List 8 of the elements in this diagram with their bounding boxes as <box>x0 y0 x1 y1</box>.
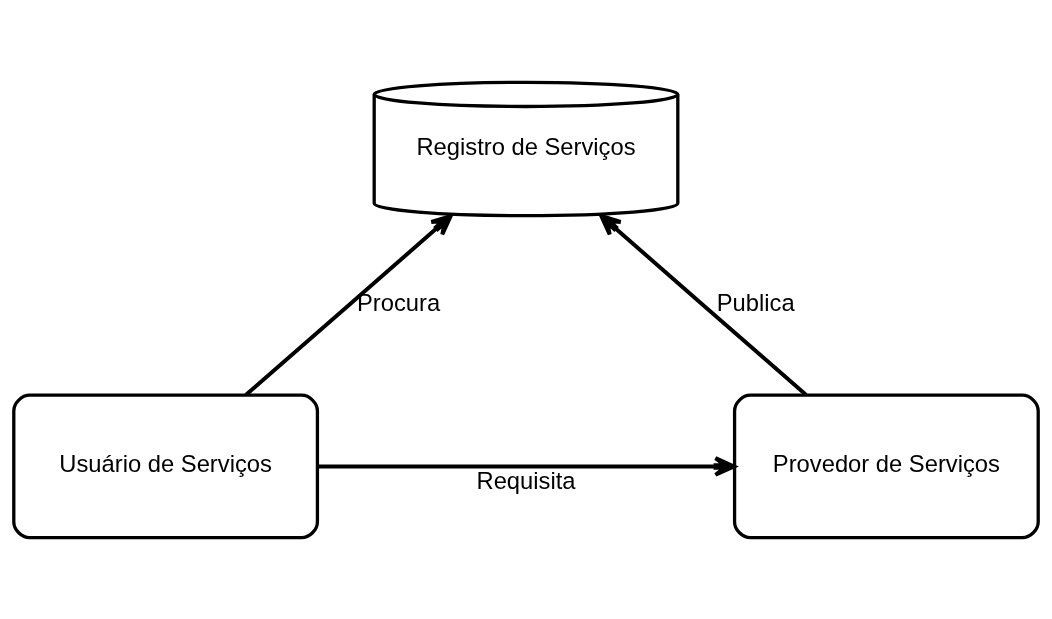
node-box: Provedor de Serviços <box>732 393 1040 539</box>
arrow <box>244 213 453 396</box>
edge-label: Requisita <box>476 466 576 494</box>
node-box: Usuário de Serviços <box>12 393 320 539</box>
edge-label: Procura <box>357 288 441 316</box>
arrow <box>599 213 808 396</box>
edge-label: Publica <box>716 288 795 316</box>
arrow <box>317 455 736 477</box>
